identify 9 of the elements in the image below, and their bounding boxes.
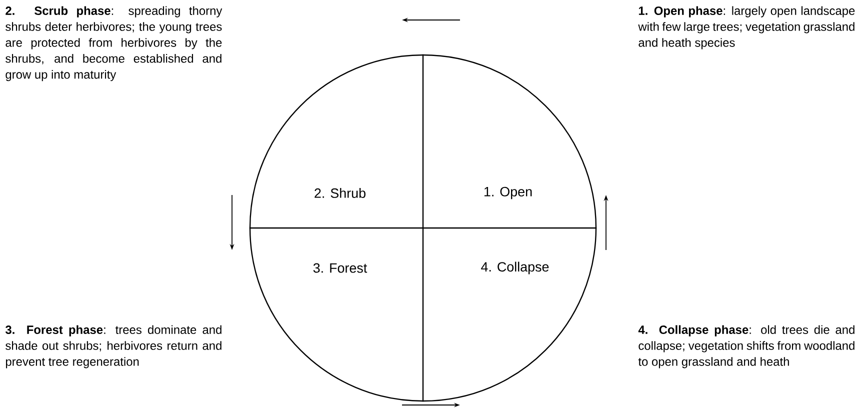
cycle-circle [249,54,597,402]
quadrant-label: 3. Forest [313,263,368,273]
quadrant-label: 4. Collapse [481,262,549,274]
phase-description: 4. Collapse phase: old trees die and collapse; vegetation shifts from woodland to open grassland and heath [638,325,854,368]
phase-description: 1. Open phase: largely open landscape with few large trees; vegetation grassland and heath species [638,6,855,50]
quadrant-label: 2. Shrub [314,188,366,198]
phase-description: 3. Forest phase: trees dominate and shade out shrubs; herbivores return and prevent tree regeneration [5,325,222,368]
phase-description: 2. Scrub phase: spreading thorny shrubs deter herbivores; the young trees are protected from herbivores by the shrubs, and become established and grow up into maturity [6,6,222,82]
quadrant-label: 1. Open [484,186,532,200]
